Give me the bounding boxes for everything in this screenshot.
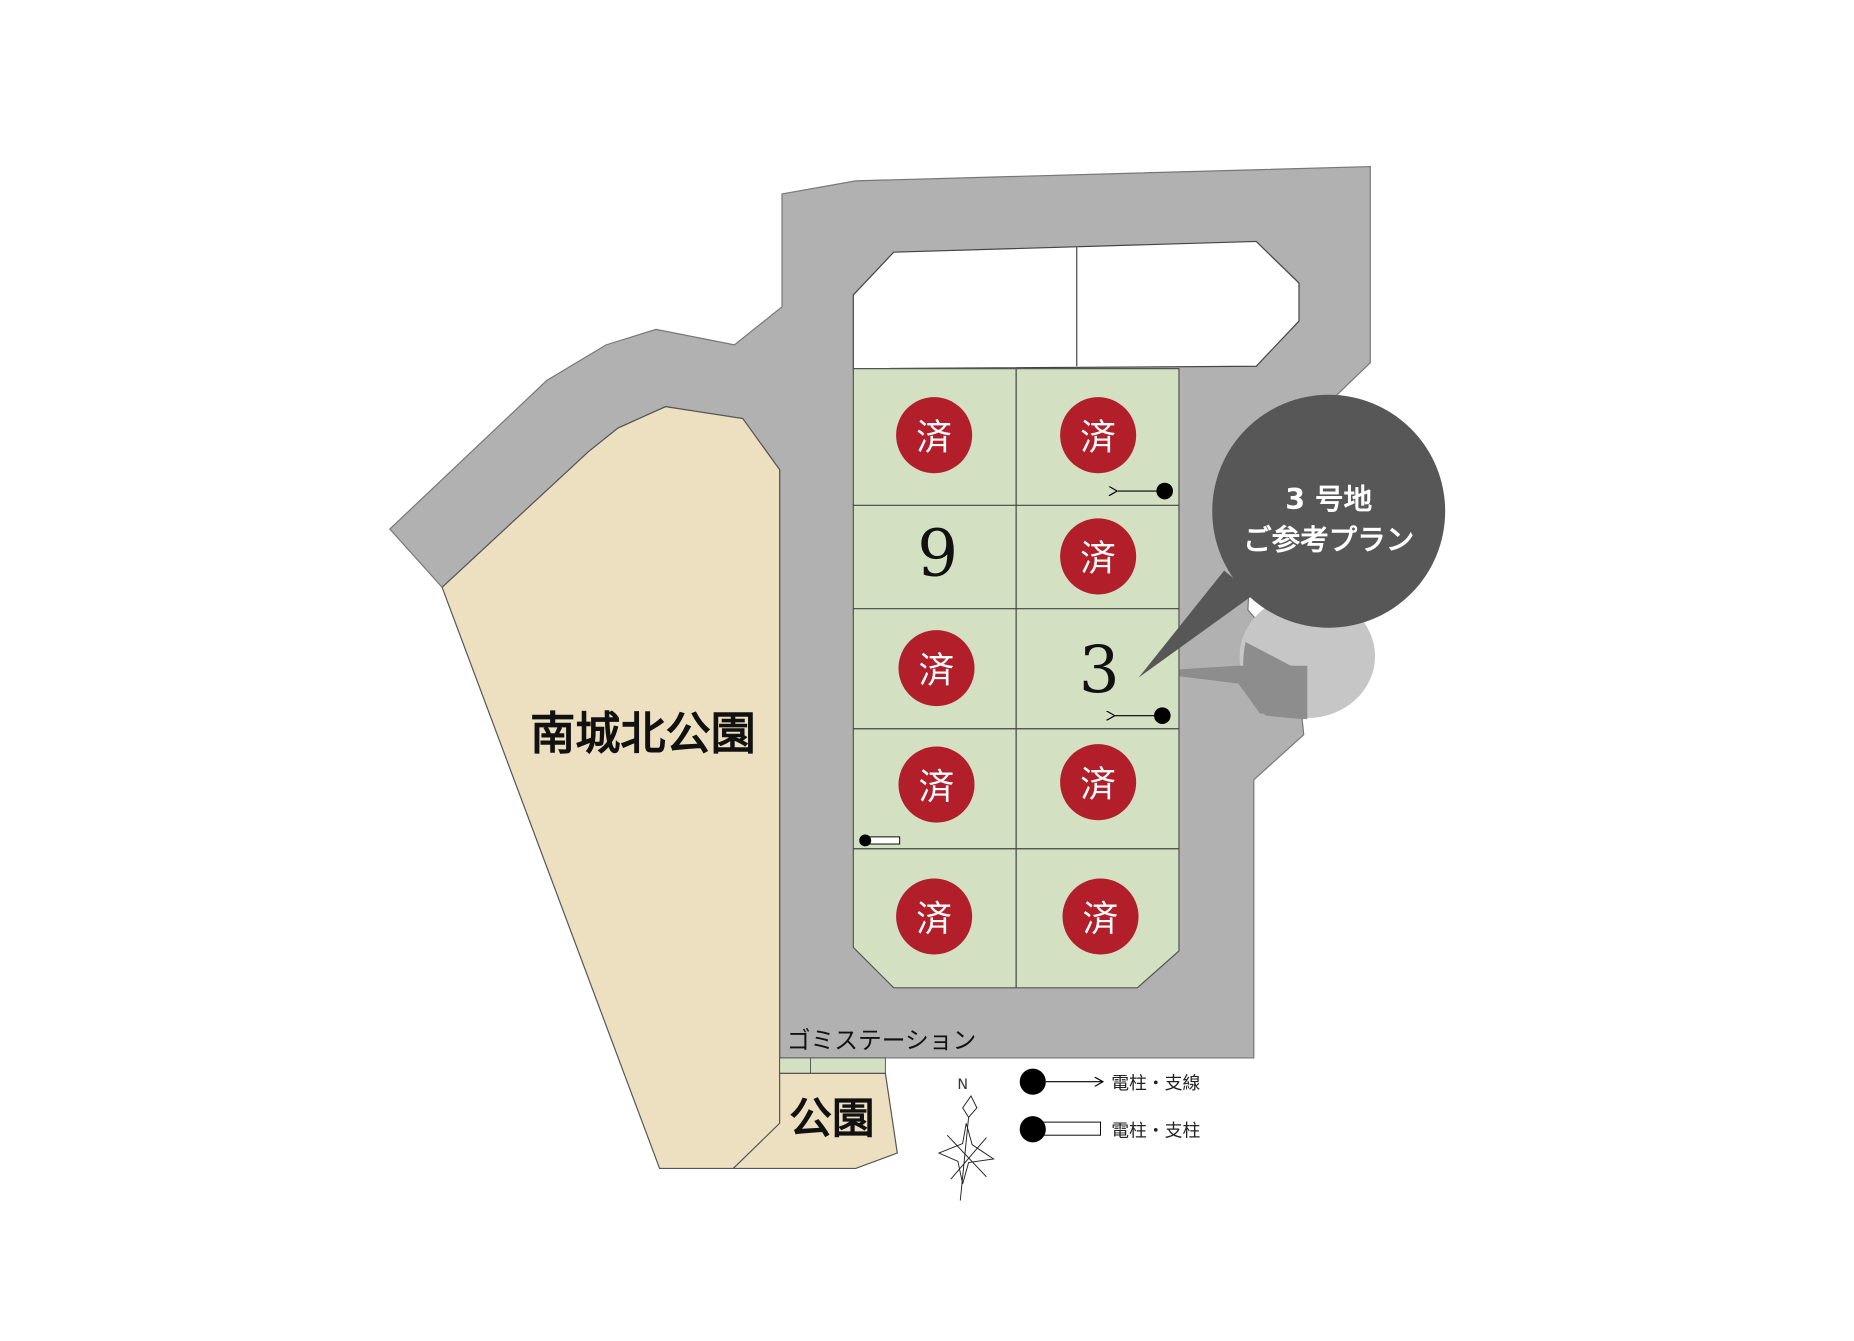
sold-label: 済 <box>1080 764 1116 805</box>
lot-6[interactable]: 済 <box>896 878 973 955</box>
lot-8[interactable]: 済 <box>898 630 975 707</box>
lot-10[interactable]: 済 <box>1062 878 1139 955</box>
legend-support: 電柱・支柱 <box>1019 1116 1200 1143</box>
lot-3-plan-callout[interactable]: 3 号地 ご参考プラン <box>1138 394 1446 678</box>
compass-north-label: N <box>957 1077 968 1093</box>
callout-line-1: 3 号地 <box>1285 483 1372 516</box>
callout-shadow-overlap <box>1243 641 1304 720</box>
sold-label: 済 <box>1083 899 1119 940</box>
sold-label: 済 <box>916 899 952 940</box>
sold-badge <box>896 878 973 955</box>
utility-pole-support-icon <box>1019 1116 1046 1143</box>
lot-lines <box>853 368 1179 988</box>
north-arrow-icon <box>937 1095 995 1201</box>
sold-label: 済 <box>1080 539 1116 580</box>
sold-label: 済 <box>1080 417 1116 458</box>
sold-badge <box>1060 744 1137 821</box>
sold-badge <box>1060 518 1137 595</box>
legend-guy-wire: 電柱・支線 <box>1019 1068 1200 1095</box>
lot-2[interactable]: 済 <box>1060 397 1137 474</box>
lot-5[interactable]: 済 <box>1060 744 1137 821</box>
park-large <box>441 406 781 1170</box>
north-block <box>852 240 1300 370</box>
sold-label: 済 <box>916 417 952 458</box>
sold-badge <box>1062 878 1139 955</box>
lot-7[interactable]: 済 <box>898 746 975 823</box>
sold-badge <box>1060 397 1137 474</box>
legend-label: 電柱・支線 <box>1111 1073 1200 1094</box>
green-strip <box>779 1057 886 1074</box>
lot-number: 3 <box>1079 633 1120 708</box>
lot-9[interactable]: 9 <box>917 516 958 591</box>
utility-pole-support-icon <box>859 834 901 847</box>
sold-badge <box>898 630 975 707</box>
lot-4[interactable]: 済 <box>1060 518 1137 595</box>
utility-pole-guy-wire-icon <box>1019 1068 1046 1095</box>
callout-line-2: ご参考プラン <box>1243 523 1414 556</box>
utility-pole-guy-wire-icon <box>1117 482 1174 500</box>
sold-badge <box>898 746 975 823</box>
lot-number: 9 <box>917 516 958 591</box>
park-large-label: 南城北公園 <box>530 707 756 760</box>
garbage-station-label: ゴミステーション <box>787 1026 977 1054</box>
sold-badge <box>896 397 973 474</box>
legend-label: 電柱・支柱 <box>1111 1120 1200 1141</box>
sold-label: 済 <box>919 767 955 808</box>
lot-3[interactable]: 3 <box>1079 633 1120 708</box>
sold-label: 済 <box>919 650 955 691</box>
park-small-label: 公園 <box>789 1094 875 1144</box>
utility-pole-guy-wire-icon <box>1115 707 1171 724</box>
park-small <box>731 1072 898 1170</box>
lot-1[interactable]: 済 <box>896 397 973 474</box>
